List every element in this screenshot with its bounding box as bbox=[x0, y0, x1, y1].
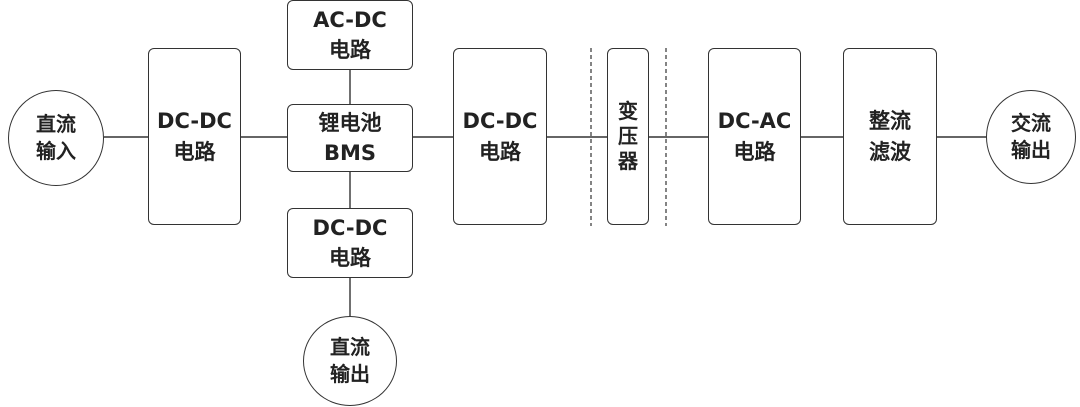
battery-bms-label-line1: 锂电池 bbox=[318, 110, 382, 135]
ac-output-label-line1: 交流 bbox=[1011, 111, 1051, 135]
dc-output-label-line2: 输出 bbox=[330, 362, 370, 386]
transformer-block: 变 压 器 bbox=[607, 48, 649, 225]
rectifier-filter-block: 整流 滤波 bbox=[843, 48, 937, 225]
dcdc-mid-circuit-block: DC-DC 电路 bbox=[453, 48, 547, 225]
dc-output-label-line1: 直流 bbox=[330, 335, 370, 359]
acdc-circuit-block: AC-DC 电路 bbox=[287, 0, 413, 70]
dcdc-input-circuit-block: DC-DC 电路 bbox=[148, 48, 241, 225]
dc-input-node: 直流 输入 bbox=[8, 90, 104, 186]
dcdc-mid-label-line2: 电路 bbox=[479, 139, 521, 164]
acdc-label-line1: AC-DC bbox=[313, 7, 387, 32]
transformer-label-char1: 变 bbox=[618, 99, 638, 123]
rectifier-filter-label-line2: 滤波 bbox=[869, 139, 911, 164]
ac-output-label-line2: 输出 bbox=[1011, 138, 1051, 162]
dcdc-mid-label-line1: DC-DC bbox=[462, 109, 538, 134]
battery-bms-block: 锂电池 BMS bbox=[287, 104, 413, 172]
dcac-label-line2: 电路 bbox=[733, 139, 776, 164]
dcdc-lower-label-line2: 电路 bbox=[329, 246, 371, 270]
dcdc-input-label-line1: DC-DC bbox=[157, 109, 232, 134]
dcac-label-line1: DC-AC bbox=[717, 109, 792, 134]
transformer-label-char3: 器 bbox=[618, 149, 638, 173]
rectifier-filter-label-line1: 整流 bbox=[869, 109, 911, 134]
transformer-label-char2: 压 bbox=[618, 124, 638, 148]
acdc-label-line2: 电路 bbox=[329, 38, 371, 62]
dcdc-input-label-line2: 电路 bbox=[173, 139, 216, 164]
ac-output-node: 交流 输出 bbox=[986, 90, 1076, 184]
dcdc-lower-circuit-block: DC-DC 电路 bbox=[287, 208, 413, 278]
dc-input-label-line1: 直流 bbox=[36, 112, 76, 136]
dc-input-label-line2: 输入 bbox=[36, 139, 76, 163]
dc-output-node: 直流 输出 bbox=[303, 316, 397, 406]
battery-bms-label-line2: BMS bbox=[323, 141, 377, 165]
dcac-circuit-block: DC-AC 电路 bbox=[708, 48, 801, 225]
dcdc-lower-label-line1: DC-DC bbox=[312, 215, 388, 240]
